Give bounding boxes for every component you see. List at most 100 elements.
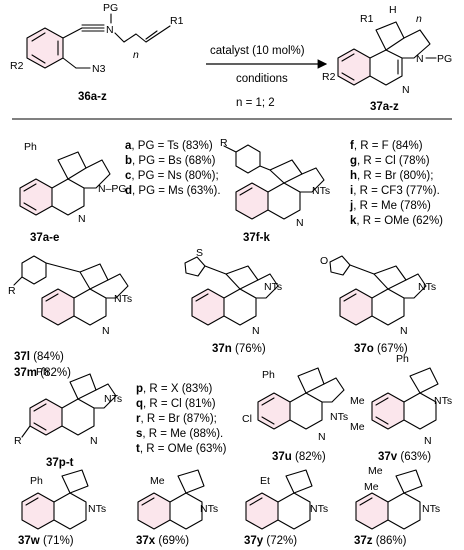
yield-37y: 37y (72%) [244, 535, 297, 547]
37v-imine-n: N [424, 435, 432, 447]
product-hydrogen: H [389, 4, 397, 16]
37o-oxygen: O [320, 255, 328, 267]
reactant-label: 36a-z [78, 91, 107, 103]
37a-e-ph: Ph [24, 141, 37, 153]
reactant-azide: N3 [92, 63, 106, 75]
37w-nts: NTs [88, 503, 106, 515]
svg-text:p, R = X (83%): p, R = X (83%) [136, 383, 213, 395]
37u-imine-n: N [318, 431, 326, 443]
37n-imine-n: N [252, 325, 260, 337]
svg-text:d, PG = Ms (63%).: d, PG = Ms (63%). [125, 185, 221, 197]
37o-nts: NTs [418, 281, 436, 293]
structure-37p-t: NTs Ph R N [14, 366, 122, 447]
structure-37z: NTs Me Me [355, 465, 440, 530]
37a-e-imine-n: N [78, 213, 86, 225]
svg-text:c, PG = Ns (80%);: c, PG = Ns (80%); [125, 170, 219, 182]
svg-text:b, PG = Bs (68%): b, PG = Bs (68%) [125, 155, 216, 167]
svg-text:f, R = F (84%): f, R = F (84%) [350, 140, 423, 152]
reactant-nitrogen: N [106, 24, 114, 36]
reactant-structure: N PG n R1 N3 R2 [10, 2, 184, 75]
37y-nts: NTs [310, 503, 328, 515]
37f-k-imine-n: N [296, 217, 304, 229]
37u-ph: Ph [262, 369, 275, 381]
37z-me-a: Me [368, 465, 383, 477]
37w-ph: Ph [30, 475, 43, 487]
product-nitrogen: N [416, 53, 424, 65]
n-value-note: n = 1; 2 [236, 97, 275, 109]
37n-nts: NTs [264, 281, 282, 293]
product-protecting-group: PG [437, 53, 452, 65]
svg-text:h, R = Br (80%);: h, R = Br (80%); [350, 170, 433, 182]
37v-ph: Ph [396, 353, 409, 365]
37y-et: Et [260, 475, 270, 487]
yield-37o: 37o (67%) [354, 343, 408, 355]
svg-text:t, R = OMe (63%): t, R = OMe (63%) [136, 443, 227, 455]
svg-text:r, R = Br (87%);: r, R = Br (87%); [136, 413, 217, 425]
37p-t-r: R [14, 435, 22, 447]
svg-text:a, PG = Ts (83%): a, PG = Ts (83%) [125, 140, 213, 152]
yield-37x: 37x (69%) [136, 535, 189, 547]
reactant-n-subscript: n [133, 49, 139, 61]
37o-imine-n: N [400, 325, 408, 337]
yield-37u: 37u (82%) [272, 451, 326, 463]
product-structure: N PG H n R1 R2 N [322, 4, 452, 96]
37v-nts: NTs [434, 395, 452, 407]
structure-37o: O NTs N [320, 255, 436, 337]
yield-37w: 37w (71%) [18, 535, 74, 547]
compound-37a-e: 37a-e [30, 232, 59, 244]
structure-37l-m: R NTs N [8, 255, 132, 337]
product-n-subscript: n [416, 13, 422, 25]
svg-text:g, R = Cl (78%): g, R = Cl (78%) [350, 155, 430, 167]
yield-37m: 37m (82%) [14, 367, 71, 379]
catalyst-text: catalyst (10 mol%) [210, 45, 305, 57]
yield-37n: 37n (76%) [212, 343, 266, 355]
product-r1: R1 [360, 13, 374, 25]
structure-37w: NTs Ph [21, 469, 106, 530]
37x-me: Me [150, 475, 165, 487]
svg-text:s, R = Me (88%).: s, R = Me (88%). [136, 428, 223, 440]
structure-37f-k: R NTs N [220, 137, 330, 229]
37v-me-lower: Me [350, 421, 365, 433]
37f-k-nts: NTs [312, 185, 330, 197]
product-imine-nitrogen: N [402, 84, 410, 96]
37l-m-imine-n: N [102, 325, 110, 337]
yield-37v: 37v (63%) [378, 451, 431, 463]
compound-37f-k: 37f-k [243, 232, 270, 244]
37p-t-imine-n: N [90, 435, 98, 447]
37u-cl: Cl [242, 413, 252, 425]
37u-nts: NTs [330, 411, 348, 423]
37p-t-nts: NTs [104, 393, 122, 405]
37z-nts: NTs [422, 503, 440, 515]
legend-37p-t: p, R = X (83%) q, R = Cl (81%) r, R = Br… [136, 383, 227, 455]
product-label: 37a-z [370, 101, 399, 113]
svg-text:j, R = Me (78%): j, R = Me (78%) [349, 200, 431, 212]
37l-m-r: R [8, 285, 16, 297]
product-r2: R2 [322, 71, 336, 83]
compound-37p-t: 37p-t [46, 457, 74, 469]
37v-me-upper: Me [350, 395, 365, 407]
37p-t-ph: Ph [36, 366, 49, 378]
37n-sulfur: S [196, 247, 203, 259]
reactant-r2: R2 [10, 60, 24, 72]
svg-text:k, R = OMe (62%): k, R = OMe (62%) [350, 215, 443, 227]
svg-text:q, R = Cl (81%): q, R = Cl (81%) [136, 398, 216, 410]
structure-37u: NTs Ph Cl N [242, 367, 348, 443]
37z-me-b: Me [364, 481, 379, 493]
yield-37l: 37l (84%) [14, 351, 64, 363]
legend-37a-e: a, PG = Ts (83%) b, PG = Bs (68%) c, PG … [125, 140, 221, 197]
legend-37f-k: f, R = F (84%) g, R = Cl (78%) h, R = Br… [349, 140, 443, 227]
conditions-text: conditions [236, 73, 288, 85]
37x-nts: NTs [200, 503, 218, 515]
yield-37z: 37z (86%) [354, 535, 407, 547]
37a-e-n-label: N–PG [98, 183, 127, 195]
37f-k-r: R [220, 137, 228, 149]
svg-text:i, R = CF3 (77%).: i, R = CF3 (77%). [350, 185, 440, 197]
reactant-protecting-group: PG [103, 2, 118, 14]
structure-37y: NTs Et [245, 469, 328, 530]
reactant-r1: R1 [170, 15, 184, 27]
structure-37v: NTs Ph Me Me N [350, 353, 452, 447]
37l-m-nts: NTs [114, 293, 132, 305]
structure-37x: NTs Me [137, 469, 218, 530]
structure-37a-e: N–PG Ph N [19, 141, 127, 225]
